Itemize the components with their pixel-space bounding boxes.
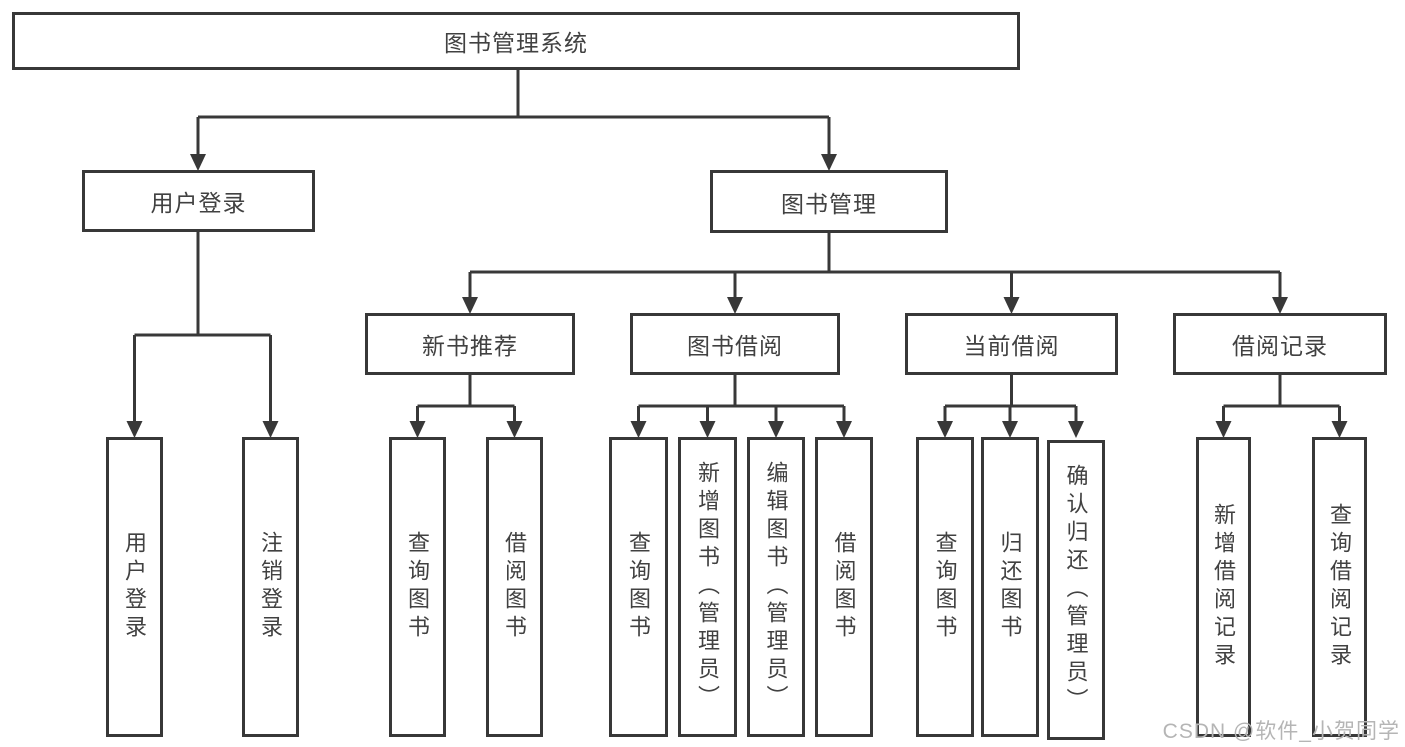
arrow-down-icon xyxy=(262,421,279,438)
arrow-down-icon xyxy=(821,154,837,171)
leaf-borrow-books-recommend: 借阅图书 xyxy=(486,437,543,737)
connector-user-login-children xyxy=(126,232,279,438)
node-library-management-system: 图书管理系统 xyxy=(12,12,1020,70)
leaf-query-borrow-record: 查询借阅记录 xyxy=(1312,437,1367,737)
arrow-down-icon xyxy=(630,421,647,438)
connector-root-to-level2 xyxy=(190,70,837,171)
leaf-query-books-current: 查询图书 xyxy=(916,437,974,737)
leaf-confirm-return-admin: 确认归还（管理员） xyxy=(1047,440,1105,740)
arrow-down-icon xyxy=(190,154,206,171)
leaf-add-borrow-record-label: 新增借阅记录 xyxy=(1211,503,1237,671)
node-book-management: 图书管理 xyxy=(710,170,948,233)
arrow-down-icon xyxy=(1068,421,1084,438)
leaf-logout: 注销登录 xyxy=(242,437,299,737)
arrow-down-icon xyxy=(506,421,523,438)
node-user-login: 用户登录 xyxy=(82,170,315,232)
leaf-user-login-label: 用户登录 xyxy=(122,531,148,643)
arrow-down-icon xyxy=(1272,297,1288,314)
leaf-edit-books-admin-label: 编辑图书（管理员） xyxy=(763,461,789,713)
arrow-down-icon xyxy=(699,421,716,438)
connector-book-borrow-children xyxy=(630,375,852,438)
node-borrowing-records: 借阅记录 xyxy=(1173,313,1387,375)
leaf-add-books-admin: 新增图书（管理员） xyxy=(678,437,737,737)
connector-current-borrow-children xyxy=(937,375,1084,438)
leaf-query-books-current-label: 查询图书 xyxy=(932,531,958,643)
leaf-logout-label: 注销登录 xyxy=(258,531,284,643)
arrow-down-icon xyxy=(126,421,143,438)
leaf-query-books-recommend-label: 查询图书 xyxy=(405,531,431,643)
leaf-query-books-borrowing: 查询图书 xyxy=(609,437,668,737)
leaf-edit-books-admin: 编辑图书（管理员） xyxy=(747,437,805,737)
arrow-down-icon xyxy=(1003,297,1020,314)
node-new-book-recommend: 新书推荐 xyxy=(365,313,575,375)
arrow-down-icon xyxy=(937,421,953,438)
arrow-down-icon xyxy=(1215,421,1232,438)
leaf-return-books: 归还图书 xyxy=(981,437,1039,737)
node-current-borrowing: 当前借阅 xyxy=(905,313,1118,375)
node-book-borrowing: 图书借阅 xyxy=(630,313,840,375)
leaf-query-books-borrowing-label: 查询图书 xyxy=(626,531,652,643)
leaf-borrow-books-borrowing: 借阅图书 xyxy=(815,437,873,737)
arrow-down-icon xyxy=(1331,421,1348,438)
leaf-query-books-recommend: 查询图书 xyxy=(389,437,446,737)
arrow-down-icon xyxy=(462,297,478,314)
leaf-confirm-return-admin-label: 确认归还（管理员） xyxy=(1063,464,1089,716)
arrow-down-icon xyxy=(727,297,743,314)
leaf-borrow-books-borrowing-label: 借阅图书 xyxy=(831,531,857,643)
leaf-user-login: 用户登录 xyxy=(106,437,163,737)
leaf-borrow-books-recommend-label: 借阅图书 xyxy=(502,531,528,643)
connector-borrow-records-children xyxy=(1215,375,1348,438)
leaf-return-books-label: 归还图书 xyxy=(997,531,1023,643)
arrow-down-icon xyxy=(409,421,426,438)
connector-new-book-rec-children xyxy=(409,375,523,438)
arrow-down-icon xyxy=(836,421,852,438)
leaf-add-books-admin-label: 新增图书（管理员） xyxy=(695,461,721,713)
connector-book-mgmt-children xyxy=(462,233,1288,314)
arrow-down-icon xyxy=(768,421,784,438)
leaf-query-borrow-record-label: 查询借阅记录 xyxy=(1327,503,1353,671)
leaf-add-borrow-record: 新增借阅记录 xyxy=(1196,437,1251,737)
arrow-down-icon xyxy=(1002,421,1018,438)
